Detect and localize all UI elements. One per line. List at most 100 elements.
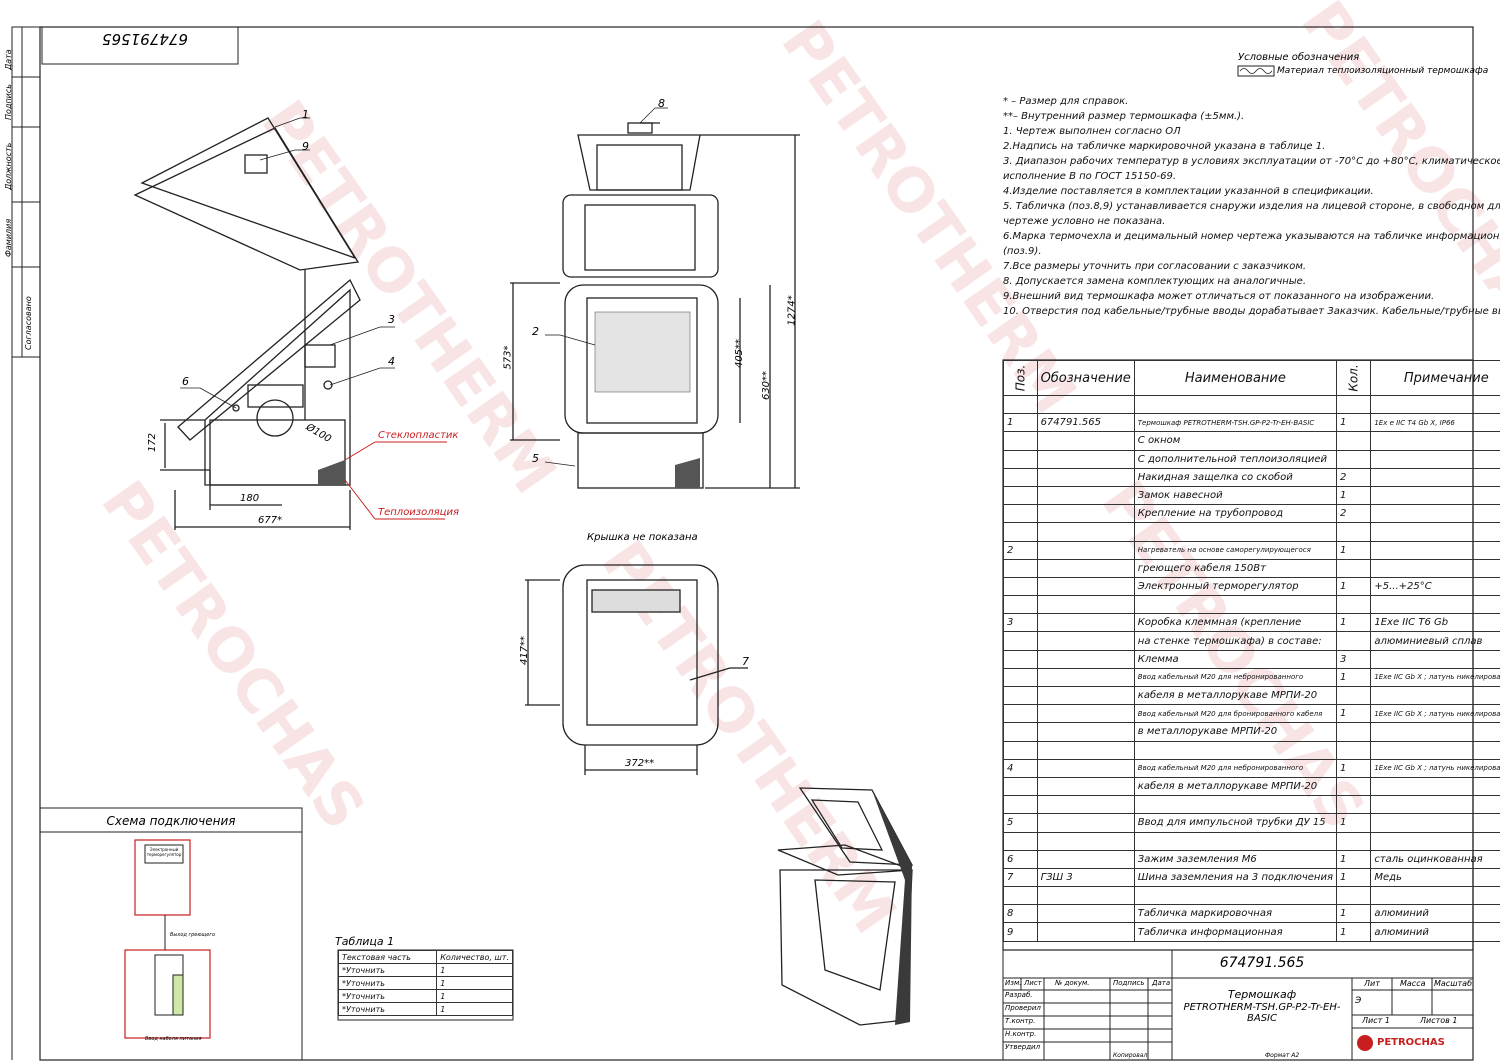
spec-row: греющего кабеля 150Вт	[1003, 558, 1500, 578]
spec-cell	[1133, 831, 1337, 851]
callout-6: 6	[182, 375, 189, 388]
spec-cell	[1036, 904, 1135, 924]
red-leaders	[344, 441, 447, 520]
spec-cell: 1Ex e IIC T4 Gb X, IP66	[1370, 413, 1500, 433]
tb-lit-value: Э	[1355, 996, 1362, 1006]
spec-cell: 1	[1335, 758, 1372, 778]
spec-cell	[1003, 704, 1038, 724]
spec-cell: Накидная защелка со скобой	[1133, 467, 1337, 487]
side-view-insulation	[318, 460, 345, 485]
spec-row: на стенке термошкафа) в составе:алюминие…	[1003, 631, 1500, 651]
spec-cell	[1003, 795, 1038, 815]
spec-cell: 1	[1335, 867, 1372, 888]
spec-cell	[1335, 776, 1372, 797]
spec-cell	[1003, 449, 1038, 469]
spec-cell	[1370, 522, 1500, 542]
spec-cell	[1003, 722, 1038, 742]
spec-cell	[1335, 558, 1372, 578]
spec-cell	[1036, 740, 1135, 760]
spec-cell: Нагреватель на основе саморегулирующегос…	[1133, 540, 1337, 560]
tb-col-sign: Подпись	[1113, 979, 1145, 987]
spec-cell	[1036, 431, 1135, 451]
spec-cell	[1036, 595, 1135, 615]
scheme-supply-label: Ввод кабеля питания	[145, 1036, 202, 1042]
spec-cell: 2	[1003, 540, 1038, 560]
spec-cell	[1133, 595, 1337, 615]
spec-cell: 2	[1335, 504, 1372, 524]
spec-cell	[1003, 558, 1038, 578]
spec-cell: 1	[1003, 413, 1038, 433]
table1-header: Текстовая часть	[337, 950, 438, 964]
spec-cell: Ввод кабельный М20 для небронированного	[1133, 758, 1337, 778]
spec-cell	[1003, 740, 1038, 760]
dim-573: 573*	[502, 345, 514, 370]
spec-cell: Электронный терморегулятор	[1133, 576, 1337, 597]
spec-cell: Табличка информационная	[1133, 922, 1337, 942]
side-label-signature: Подпись	[4, 84, 13, 120]
spec-cell	[1003, 776, 1038, 797]
spec-cell	[1003, 667, 1038, 688]
spec-cell: Ввод для импульсной трубки ДУ 15	[1133, 813, 1337, 833]
spec-cell	[1036, 394, 1135, 415]
scheme-thermostat-label: Электронный терморегулятор	[146, 847, 182, 857]
dim-417: 417**	[519, 635, 531, 666]
spec-cell: 1	[1335, 540, 1372, 560]
table1-cell: *Уточнить	[337, 989, 438, 1003]
side-label-approved: Согласовано	[24, 296, 33, 350]
scheme-frame	[39, 807, 303, 1061]
spec-cell: 1	[1335, 413, 1372, 433]
spec-cell: Термошкаф PETROTHERM-TSH.GP-P2-Tr-EH-BAS…	[1133, 413, 1337, 433]
spec-row	[1003, 394, 1500, 415]
spec-cell: греющего кабеля 150Вт	[1133, 558, 1337, 578]
spec-cell: 1	[1335, 576, 1372, 597]
spec-cell	[1370, 649, 1500, 669]
front-view	[510, 122, 800, 489]
spec-cell	[1370, 886, 1500, 906]
spec-cell	[1335, 631, 1372, 651]
spec-cell: на стенке термошкафа) в составе:	[1133, 631, 1337, 651]
inside-view	[525, 564, 748, 775]
side-view	[133, 117, 361, 530]
spec-row: кабеля в металлорукаве МРПИ-20	[1003, 776, 1500, 797]
spec-cell: Клемма	[1133, 649, 1337, 669]
tb-copied: Копировал	[1113, 1052, 1148, 1059]
spec-cell: в металлорукаве МРПИ-20	[1133, 722, 1337, 742]
note-line: * – Размер для справок.	[1003, 96, 1129, 107]
spec-cell: алюминий	[1370, 904, 1500, 924]
tb-name-1: Термошкаф	[1227, 988, 1297, 1001]
spec-cell	[1036, 576, 1135, 597]
side-label-position: Должность	[4, 142, 13, 190]
tb-mass-label: Масса	[1400, 979, 1426, 988]
spec-cell	[1003, 431, 1038, 451]
tb-row-tcontrol: Т.контр.	[1005, 1017, 1036, 1025]
spec-cell	[1370, 740, 1500, 760]
tb-row-ncontrol: Н.контр.	[1005, 1030, 1037, 1038]
spec-cell: С дополнительной теплоизоляцией	[1133, 449, 1337, 469]
doc-number-rotated: 674791565	[102, 30, 188, 48]
spec-cell: 1Exe IIC T6 Gb	[1370, 613, 1500, 633]
spec-cell	[1036, 849, 1135, 869]
spec-cell: Зажим заземления М6	[1133, 849, 1337, 869]
spec-cell	[1036, 758, 1135, 778]
table1: Текстовая часть Количество, шт. *Уточнит…	[337, 950, 513, 1016]
spec-cell	[1335, 795, 1372, 815]
spec-cell	[1003, 631, 1038, 651]
cover-not-shown-label: Крышка не показана	[587, 532, 698, 543]
spec-cell	[1335, 449, 1372, 469]
spec-cell: 1	[1335, 922, 1372, 942]
tb-sheet: Лист 1	[1362, 1016, 1390, 1025]
table1-cell: 1	[436, 976, 513, 990]
spec-cell: алюминий	[1370, 922, 1500, 942]
spec-cell: 1Exe IIC Gb X ; латунь никелированная	[1370, 704, 1500, 724]
spec-cell	[1003, 522, 1038, 542]
spec-cell	[1003, 595, 1038, 615]
leaders-side	[180, 117, 395, 409]
spec-cell: Ввод кабельный М20 для небронированного	[1133, 667, 1337, 688]
